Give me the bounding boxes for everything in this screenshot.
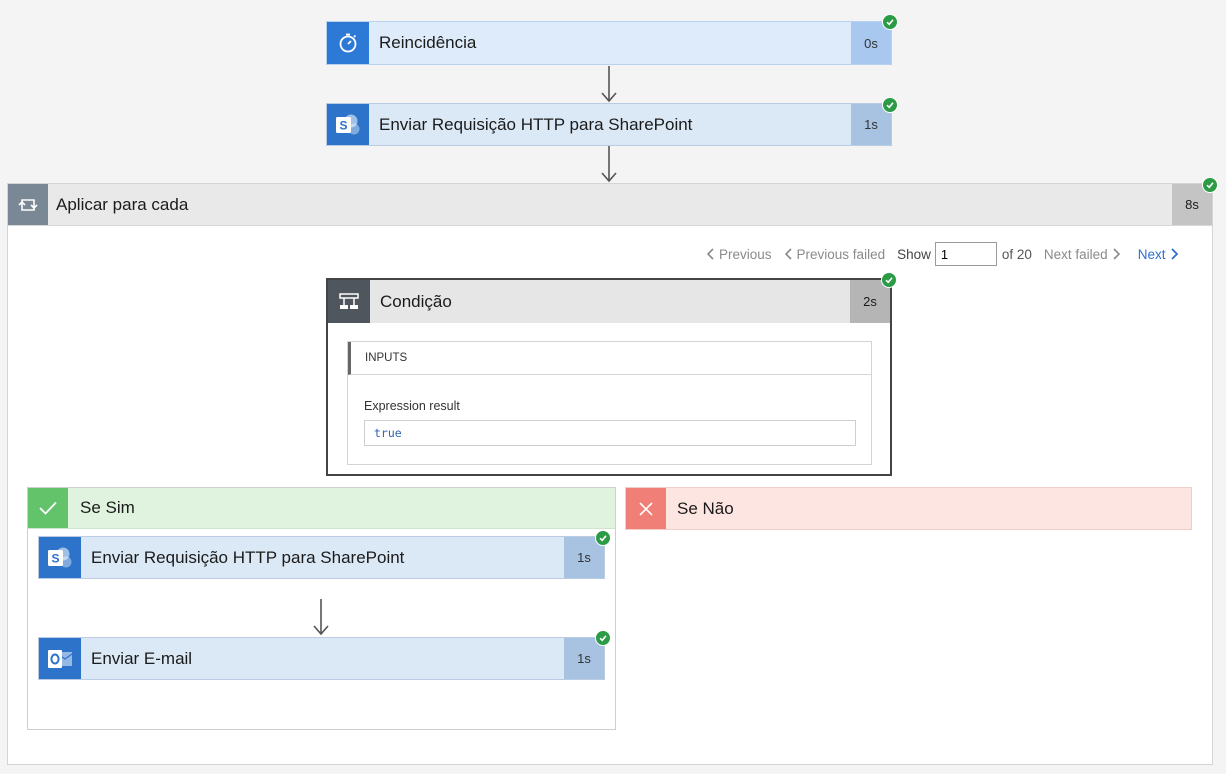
sharepoint-http-card[interactable]: S Enviar Requisição HTTP para SharePoint… bbox=[326, 103, 892, 146]
checkmark-icon bbox=[28, 488, 68, 528]
next-label: Next bbox=[1137, 246, 1166, 262]
sharepoint-icon: S bbox=[39, 537, 81, 578]
recurrence-trigger-card[interactable]: Reincidência 0s bbox=[326, 21, 892, 65]
card-title: Reincidência bbox=[379, 33, 477, 52]
iteration-pager: Previous Previous failed Show of 20 Next… bbox=[706, 240, 1179, 268]
success-check-icon bbox=[1202, 177, 1218, 193]
success-check-icon bbox=[595, 530, 611, 546]
expression-result-value: true bbox=[364, 420, 856, 446]
chevron-right-icon bbox=[1171, 248, 1179, 260]
no-branch-header[interactable]: Se Não bbox=[625, 487, 1192, 530]
condition-header[interactable]: Condição 2s bbox=[328, 280, 890, 323]
iteration-number-input[interactable] bbox=[934, 242, 997, 266]
svg-text:S: S bbox=[339, 118, 347, 132]
show-label: Show bbox=[897, 246, 931, 262]
previous-link[interactable]: Previous bbox=[706, 247, 772, 262]
previous-failed-label: Previous failed bbox=[796, 246, 886, 262]
iteration-total: of 20 bbox=[1001, 246, 1032, 262]
expression-result-label: Expression result bbox=[364, 399, 460, 413]
condition-inputs-panel: INPUTS Expression result true bbox=[347, 341, 872, 465]
svg-text:S: S bbox=[51, 551, 59, 565]
condition-icon bbox=[328, 280, 370, 323]
next-failed-link[interactable]: Next failed bbox=[1044, 247, 1121, 262]
flow-arrow bbox=[313, 599, 329, 636]
success-check-icon bbox=[882, 14, 898, 30]
next-link[interactable]: Next bbox=[1138, 247, 1180, 262]
send-email-card[interactable]: Enviar E-mail 1s bbox=[38, 637, 605, 680]
sharepoint-icon: S bbox=[327, 104, 369, 145]
branch-title: Se Sim bbox=[80, 498, 135, 517]
apply-to-each-header[interactable]: Aplicar para cada 8s bbox=[8, 184, 1212, 226]
previous-failed-link[interactable]: Previous failed bbox=[784, 246, 886, 262]
condition-card: Condição 2s INPUTS Expression result tru… bbox=[326, 278, 892, 476]
card-title: Enviar Requisição HTTP para SharePoint bbox=[91, 547, 405, 567]
chevron-left-icon bbox=[706, 248, 714, 260]
card-title: Enviar E-mail bbox=[91, 648, 193, 668]
previous-label: Previous bbox=[719, 246, 772, 262]
flow-arrow bbox=[601, 66, 617, 103]
stopwatch-icon bbox=[327, 22, 369, 64]
card-title: Condição bbox=[380, 291, 452, 311]
loop-icon bbox=[8, 184, 48, 225]
success-check-icon bbox=[882, 97, 898, 113]
outlook-icon bbox=[39, 638, 81, 679]
duration-badge: 1s bbox=[851, 104, 891, 145]
inputs-tab[interactable]: INPUTS bbox=[348, 342, 871, 375]
close-icon bbox=[626, 488, 666, 529]
success-check-icon bbox=[595, 630, 611, 646]
card-title: Enviar Requisição HTTP para SharePoint bbox=[379, 114, 693, 134]
yes-branch-header[interactable]: Se Sim bbox=[28, 488, 615, 529]
next-failed-label: Next failed bbox=[1043, 246, 1108, 262]
success-check-icon bbox=[881, 272, 897, 288]
flow-arrow bbox=[601, 146, 617, 183]
card-title: Aplicar para cada bbox=[56, 194, 189, 214]
chevron-left-icon bbox=[784, 248, 792, 260]
chevron-right-icon bbox=[1113, 248, 1120, 260]
duration-badge: 1s bbox=[564, 638, 604, 679]
sharepoint-http-card[interactable]: S Enviar Requisição HTTP para SharePoint… bbox=[38, 536, 605, 579]
duration-badge: 2s bbox=[850, 280, 890, 323]
branch-title: Se Não bbox=[677, 498, 734, 518]
duration-badge: 0s bbox=[851, 22, 891, 64]
